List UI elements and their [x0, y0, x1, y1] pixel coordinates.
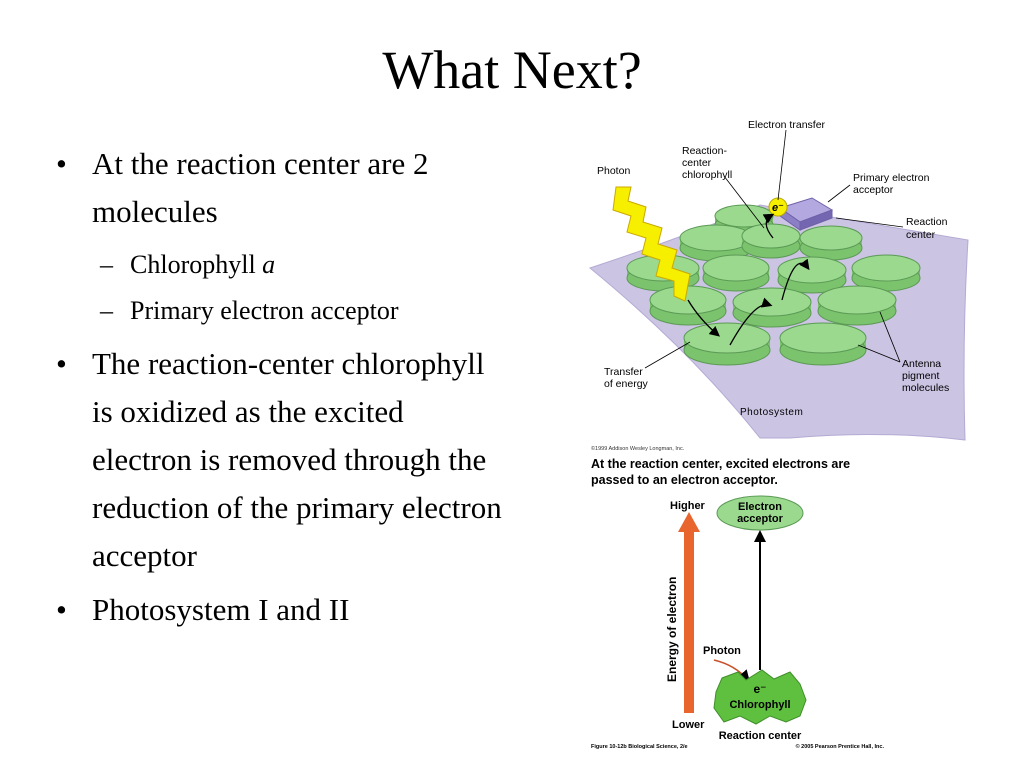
photon-arrow — [713, 659, 750, 683]
label-antenna-1: Antenna — [902, 358, 941, 370]
disk — [851, 254, 921, 292]
energy-diagram: ©1999 Addison Wesley Longman, Inc. At th… — [591, 445, 884, 750]
energy-transfer-arrows — [687, 213, 810, 346]
label-chlorophyll: Chlorophyll — [729, 699, 790, 711]
label-higher: Higher — [670, 500, 706, 512]
photosystem-diagram: e⁻ Electron transfer Reaction- center ch… — [588, 119, 969, 441]
label-antenna-3: molecules — [902, 382, 949, 394]
disk — [679, 224, 753, 262]
bullet-text: At the reaction center are 2 molecules — [92, 146, 429, 229]
label-reaction-center-chlorophyll-3: chlorophyll — [682, 169, 732, 181]
bullet-text: The reaction-center chlorophyll is oxidi… — [92, 346, 502, 573]
sub-bullet-list: – Chlorophyll a – Primary electron accep… — [92, 242, 506, 334]
disk — [799, 225, 863, 261]
top-figure-labels: Electron transfer Reaction- center chlor… — [597, 119, 949, 418]
bullet-text: Photosystem I and II — [92, 592, 350, 627]
bullet-reaction-center: • At the reaction center are 2 molecules — [56, 140, 506, 236]
label-primary-electron-acceptor-2: acceptor — [853, 184, 894, 196]
label-reaction-center-chlorophyll-2: center — [682, 157, 712, 169]
bullet-list: • At the reaction center are 2 molecules… — [56, 140, 506, 640]
bullet-marker: • — [56, 346, 67, 381]
disk — [732, 287, 812, 328]
caption-line-1: At the reaction center, excited electron… — [591, 457, 850, 471]
dash-marker: – — [100, 296, 113, 325]
disk — [817, 285, 897, 326]
primary-electron-acceptor — [778, 197, 834, 231]
dash-marker: – — [100, 250, 113, 279]
disk — [702, 254, 770, 292]
label-antenna-2: pigment — [902, 370, 939, 382]
copyright-2005: © 2005 Pearson Prentice Hall, Inc. — [796, 743, 885, 750]
bullet-photosystems: • Photosystem I and II — [56, 586, 506, 634]
label-photon-bottom: Photon — [703, 645, 741, 657]
disk — [683, 322, 771, 366]
sub-bullet-text: Primary electron acceptor — [130, 296, 399, 325]
bullet-marker: • — [56, 592, 67, 627]
figure-reference: Figure 10-12b Biological Science, 2/e — [591, 744, 688, 750]
label-electron-acceptor-1: Electron — [738, 501, 782, 513]
excitation-arrow-head — [754, 530, 766, 542]
sub-bullet-text: Chlorophyll — [130, 250, 263, 279]
slide-title: What Next? — [382, 40, 642, 100]
label-photon: Photon — [597, 165, 630, 177]
label-electron-transfer: Electron transfer — [748, 119, 826, 131]
caption-line-2: passed to an electron acceptor. — [591, 473, 778, 487]
label-electron-acceptor-2: acceptor — [737, 513, 784, 525]
copyright-1999: ©1999 Addison Wesley Longman, Inc. — [591, 445, 685, 452]
disk — [779, 322, 867, 366]
label-primary-electron-acceptor-1: Primary electron — [853, 172, 930, 184]
label-transfer-of-energy-2: of energy — [604, 378, 649, 390]
label-transfer-of-energy-1: Transfer — [604, 366, 643, 378]
electron-symbol-bottom: e⁻ — [753, 682, 766, 696]
disk — [649, 285, 727, 326]
disk-reaction-center — [741, 223, 801, 259]
axis-energy-of-electron: Energy of electron — [665, 577, 679, 682]
label-reaction-center-bottom: Reaction center — [719, 730, 802, 742]
chlorophyll-shape — [713, 669, 807, 725]
label-reaction-center-1: Reaction — [906, 216, 948, 228]
label-reaction-center-chlorophyll-1: Reaction- — [682, 145, 727, 157]
label-reaction-center-2: center — [906, 229, 936, 241]
label-photosystem: Photosystem — [740, 407, 803, 418]
leader-lines — [644, 129, 904, 369]
sub-bullet-acceptor: – Primary electron acceptor — [92, 288, 506, 334]
energy-arrow-shaft — [684, 530, 694, 713]
photon-zigzag — [612, 186, 691, 302]
sub-bullet-chlorophyll: – Chlorophyll a — [92, 242, 506, 288]
electron-symbol: e⁻ — [772, 202, 784, 214]
disk — [777, 256, 847, 294]
energy-arrow-head — [678, 512, 700, 532]
label-lower: Lower — [672, 719, 705, 731]
sub-bullet-italic: a — [262, 250, 276, 279]
bullet-oxidized: • The reaction-center chlorophyll is oxi… — [56, 340, 506, 580]
bullet-marker: • — [56, 146, 67, 181]
